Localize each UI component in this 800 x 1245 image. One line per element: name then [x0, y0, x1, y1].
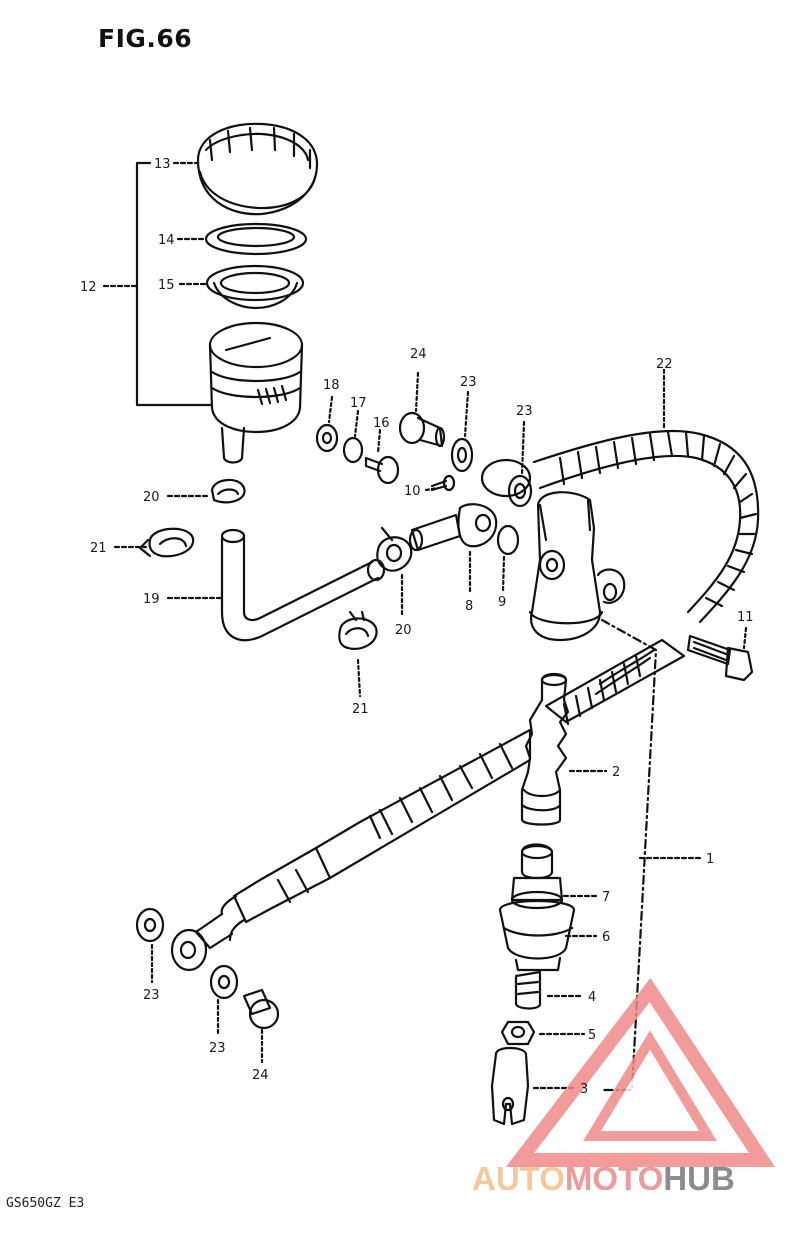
pushrod-4	[514, 970, 542, 1010]
watermark-part-hub: HUB	[663, 1160, 735, 1197]
clamp-21-lower	[338, 610, 378, 650]
clamp-20-top	[210, 478, 246, 504]
watermark-logo-icon	[505, 977, 775, 1167]
oring-9	[496, 524, 520, 556]
label-6: 6	[602, 930, 610, 945]
washer-23-d	[209, 964, 239, 1000]
piston-7	[510, 843, 564, 910]
label-2: 2	[612, 765, 620, 780]
nut-5	[500, 1020, 536, 1046]
label-17: 17	[350, 396, 367, 411]
boot-2	[520, 672, 570, 826]
label-8: 8	[465, 599, 473, 614]
figure-title: FIG.66	[98, 24, 193, 53]
clamp-20-lower	[376, 526, 413, 572]
union-bolt-24-lower	[242, 988, 280, 1030]
washer-23-c	[135, 907, 165, 943]
label-13: 13	[154, 157, 171, 172]
label-23-a: 23	[460, 375, 477, 390]
label-12: 12	[80, 280, 97, 295]
label-24-lower: 24	[252, 1068, 269, 1083]
label-20-top: 20	[143, 490, 160, 505]
brake-hose-assembly	[170, 638, 686, 972]
cap-6	[498, 899, 576, 972]
union-bolt-24-top	[398, 411, 446, 448]
label-1: 1	[706, 852, 714, 867]
label-23-d: 23	[209, 1041, 226, 1056]
label-18: 18	[323, 378, 340, 393]
label-21-lower: 21	[352, 702, 369, 717]
hose-19	[220, 528, 386, 642]
label-3: 3	[580, 1082, 588, 1097]
label-15: 15	[158, 278, 175, 293]
master-cylinder-body	[480, 458, 626, 642]
washer-18	[315, 423, 339, 453]
clamp-21-top	[138, 527, 195, 558]
label-24-top: 24	[410, 347, 427, 362]
bolt-11	[686, 634, 754, 682]
label-11: 11	[737, 610, 754, 625]
plate-14	[204, 222, 308, 256]
connector-8	[408, 503, 498, 552]
label-22: 22	[656, 357, 673, 372]
diaphragm-15	[205, 264, 305, 310]
reservoir-hose-22	[532, 429, 760, 624]
washer-23-b	[507, 474, 533, 508]
watermark-part-moto: MOTO	[564, 1160, 664, 1197]
label-4: 4	[588, 990, 596, 1005]
watermark-brand: AUTOMOTOHUB	[472, 1160, 735, 1198]
label-19: 19	[143, 592, 160, 607]
model-code: GS650GZ E3	[6, 1196, 85, 1211]
label-23-c: 23	[143, 988, 160, 1003]
group-12-bracket	[135, 161, 214, 407]
reservoir-cap-13	[196, 122, 319, 216]
label-23-b: 23	[516, 404, 533, 419]
label-10: 10	[404, 484, 421, 499]
screw-16	[364, 455, 400, 485]
label-9: 9	[498, 595, 506, 610]
reservoir-body	[208, 321, 304, 464]
label-20-lower: 20	[395, 623, 412, 638]
clevis-3	[490, 1046, 530, 1126]
washer-23-a	[450, 437, 474, 473]
label-16: 16	[373, 416, 390, 431]
label-21-top: 21	[90, 541, 107, 556]
label-7: 7	[602, 890, 610, 905]
label-5: 5	[588, 1028, 596, 1043]
watermark-part-auto: AUTO	[472, 1160, 565, 1197]
oring-17	[342, 436, 364, 464]
label-14: 14	[158, 233, 175, 248]
